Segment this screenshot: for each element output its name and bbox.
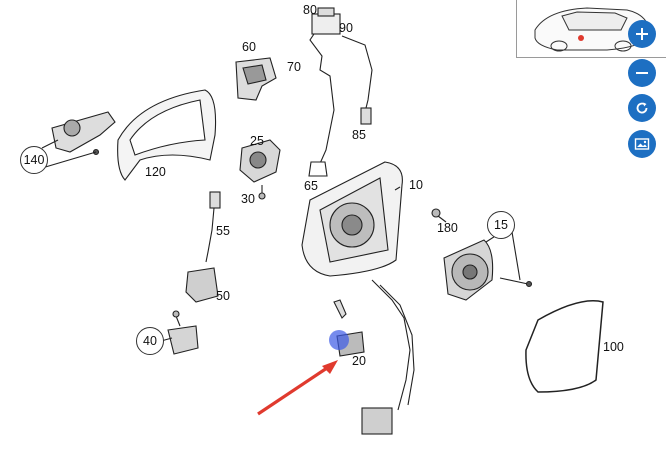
cursor-indicator	[329, 330, 349, 350]
part-label-180[interactable]: 180	[437, 221, 458, 235]
image-view-button[interactable]	[628, 130, 656, 158]
part-label-50[interactable]: 50	[216, 289, 230, 303]
part-label-60[interactable]: 60	[242, 40, 256, 54]
part-label-80[interactable]: 80	[303, 3, 317, 17]
part-callout-140-text: 140	[23, 152, 45, 167]
refresh-icon	[636, 102, 648, 114]
part-label-25[interactable]: 25	[250, 134, 264, 148]
part-label-65[interactable]: 65	[304, 179, 318, 193]
part-label-100[interactable]: 100	[603, 340, 624, 354]
part-label-20[interactable]: 20	[352, 354, 366, 368]
zoom-in-button[interactable]	[628, 20, 656, 48]
part-label-10[interactable]: 10	[409, 178, 423, 192]
part-callout-40-text: 40	[143, 333, 157, 348]
zoom-out-button[interactable]	[628, 59, 656, 87]
minus-icon	[636, 72, 648, 74]
part-callout-15[interactable]: 15	[487, 211, 515, 239]
plus-icon	[636, 28, 648, 40]
part-label-85[interactable]: 85	[352, 128, 366, 142]
image-icon	[634, 138, 650, 150]
reset-view-button[interactable]	[628, 94, 656, 122]
part-label-70[interactable]: 70	[287, 60, 301, 74]
part-callout-15-text: 15	[494, 217, 508, 232]
vehicle-thumbnail[interactable]	[516, 0, 666, 58]
part-callout-40[interactable]: 40	[136, 327, 164, 355]
car-icon	[534, 7, 650, 52]
pointer-arrow	[257, 364, 331, 416]
part-label-30[interactable]: 30	[241, 192, 255, 206]
part-label-90[interactable]: 90	[339, 21, 353, 35]
part-label-120[interactable]: 120	[145, 165, 166, 179]
part-callout-140[interactable]: 140	[20, 146, 48, 174]
part-label-55[interactable]: 55	[216, 224, 230, 238]
